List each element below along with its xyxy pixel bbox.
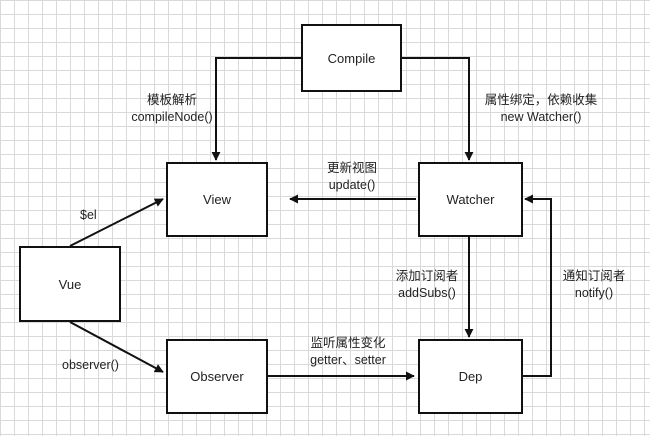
- edge-dep-to-watcher: [523, 194, 552, 377]
- edge-compile-to-view: [211, 57, 301, 161]
- edge-vue-to-view: [69, 198, 164, 247]
- node-vue: Vue: [19, 246, 121, 322]
- label-vue-to-observer: observer(): [62, 358, 119, 372]
- label-dep-to-watcher: 通知订阅者 notify(): [562, 269, 626, 300]
- node-compile: Compile: [301, 24, 402, 92]
- label-observer-to-dep: 监听属性变化 getter、setter: [310, 336, 386, 367]
- edge-vue-to-observer: [69, 321, 164, 373]
- node-observer: Observer: [166, 339, 268, 414]
- label-vue-to-view: $el: [80, 208, 97, 222]
- label-compile-to-watcher: 属性绑定，依赖收集 new Watcher(): [484, 93, 598, 124]
- label-compile-to-view: 模板解析 compileNode(): [131, 93, 213, 124]
- label-watcher-to-view: 更新视图 update(): [326, 161, 378, 192]
- node-view: View: [166, 162, 268, 237]
- label-watcher-to-dep: 添加订阅者 addSubs(): [395, 269, 459, 300]
- edge-compile-to-watcher: [402, 57, 474, 161]
- node-watcher: Watcher: [418, 162, 523, 237]
- node-dep: Dep: [418, 339, 523, 414]
